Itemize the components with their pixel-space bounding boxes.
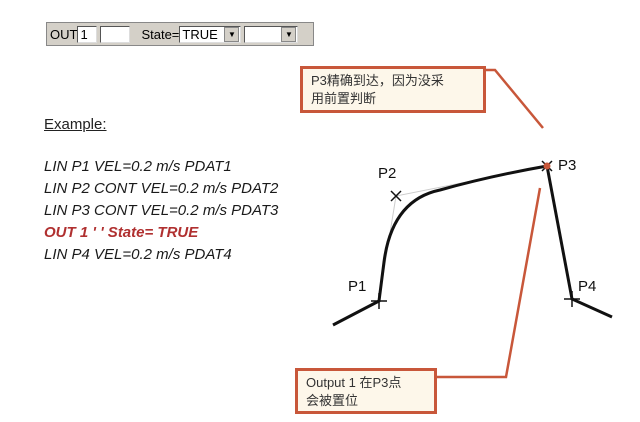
out-toolbar: OUT 1 State= TRUE ▼ ▼ <box>46 22 314 46</box>
extra-select[interactable]: ▼ <box>244 25 299 43</box>
code-line: LIN P4 VEL=0.2 m/s PDAT4 <box>44 246 232 263</box>
point-markers <box>371 160 580 309</box>
p3-dot <box>543 162 551 170</box>
label-p4: P4 <box>578 278 597 295</box>
out-comment-field[interactable] <box>100 25 131 43</box>
label-p1: P1 <box>348 278 367 295</box>
callout-line-top <box>485 68 544 129</box>
out-number-field[interactable]: 1 <box>77 25 98 43</box>
example-heading: Example: <box>44 116 107 133</box>
p2-marker <box>390 190 402 202</box>
out-number-value: 1 <box>80 26 88 42</box>
callout-line-bottom <box>437 187 542 379</box>
chevron-down-icon[interactable]: ▼ <box>224 26 240 42</box>
p4-marker <box>564 291 580 307</box>
note-top-line: P3精确到达，因为没采 <box>311 73 444 88</box>
example-code: LIN P1 VEL=0.2 m/s PDAT1 LIN P2 CONT VEL… <box>44 156 278 266</box>
code-line-out: OUT 1 ' ' State= TRUE <box>44 224 199 241</box>
note-bottom-line: 会被置位 <box>306 393 359 408</box>
state-select[interactable]: TRUE ▼ <box>179 25 242 43</box>
state-value: TRUE <box>182 26 218 42</box>
note-bottom: Output 1 在P3点 会被置位 <box>295 368 437 414</box>
note-top-line: 用前置判断 <box>311 91 377 106</box>
code-line: LIN P3 CONT VEL=0.2 m/s PDAT3 <box>44 202 279 219</box>
robot-path <box>332 164 613 327</box>
note-top: P3精确到达，因为没采 用前置判断 <box>300 66 486 113</box>
label-p3: P3 <box>558 157 577 174</box>
note-bottom-line: Output 1 在P3点 <box>306 375 402 390</box>
state-label: State= <box>141 26 180 42</box>
chevron-down-icon[interactable]: ▼ <box>281 26 297 42</box>
p1-marker <box>371 293 387 309</box>
code-line: LIN P1 VEL=0.2 m/s PDAT1 <box>44 158 232 175</box>
code-line: LIN P2 CONT VEL=0.2 m/s PDAT2 <box>44 180 279 197</box>
out-label: OUT <box>50 26 78 42</box>
programmed-path <box>378 165 548 302</box>
label-p2: P2 <box>378 165 397 182</box>
